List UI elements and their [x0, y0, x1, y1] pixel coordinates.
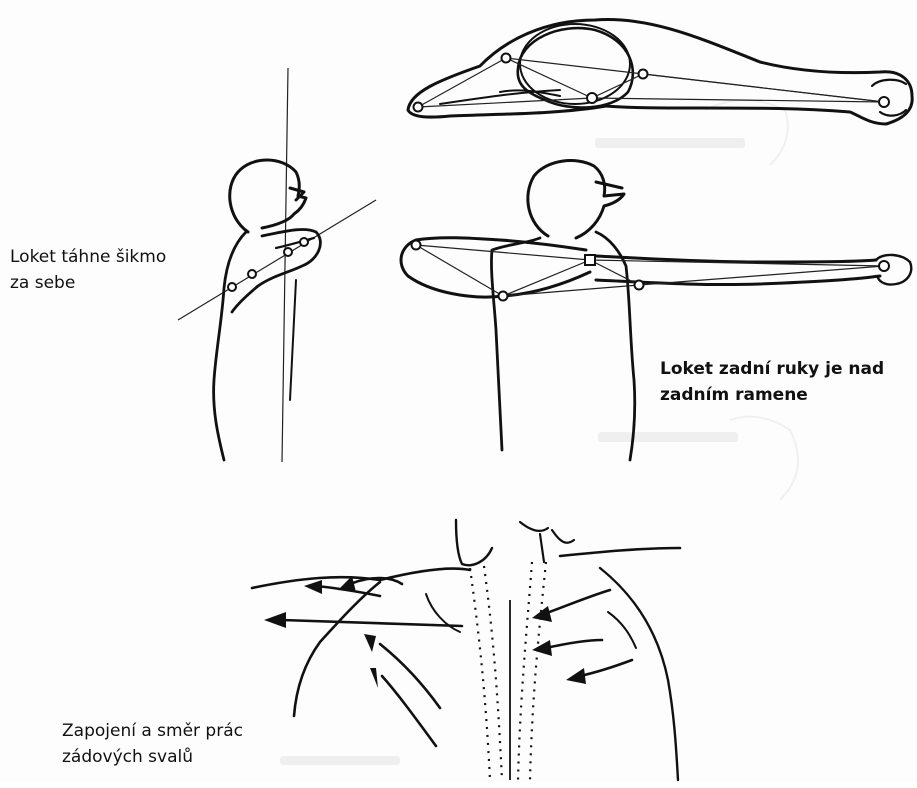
bleed-through-marks — [280, 100, 798, 765]
top-view-arm-drawing — [408, 20, 912, 124]
caption-back-view: Loket zadní ruky je nad zadním ramene — [660, 356, 884, 408]
caption-side-view-line-1: Loket táhne šikmo — [10, 244, 166, 270]
side-view-profile-drawing — [178, 68, 376, 462]
back-view-torso-drawing — [401, 161, 911, 460]
back-muscles-drawing — [252, 520, 680, 780]
caption-back-muscles-line-2: zádových svalů — [62, 744, 243, 770]
caption-back-view-line-2: zadním ramene — [660, 382, 884, 408]
caption-side-view: Loket táhne šikmo za sebe — [10, 244, 166, 296]
caption-back-muscles: Zapojení a směr prác zádových svalů — [62, 718, 243, 770]
caption-side-view-line-2: za sebe — [10, 270, 166, 296]
caption-back-view-line-1: Loket zadní ruky je nad — [660, 356, 884, 382]
caption-back-muscles-line-1: Zapojení a směr prác — [62, 718, 243, 744]
